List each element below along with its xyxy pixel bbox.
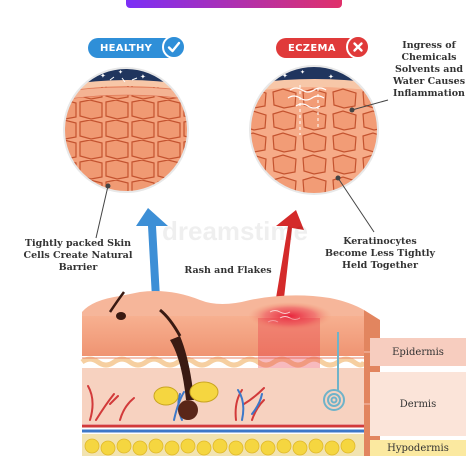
- eczema-arrow: [276, 210, 304, 298]
- healthy-badge: HEALTHY: [88, 35, 186, 59]
- keratinocytes-annotation: Keratinocytes Become Less Tightly Held T…: [318, 236, 442, 272]
- ingress-line-5: Inflammation: [393, 88, 465, 99]
- ingress-line-2: Chemicals: [401, 52, 457, 63]
- healthy-label: HEALTHY: [100, 42, 153, 54]
- dermis-tag: Dermis: [370, 372, 466, 436]
- check-icon: [162, 35, 186, 59]
- svg-text:✦: ✦: [282, 72, 288, 80]
- keratinocytes-line-2: Become Less Tightly: [324, 248, 436, 259]
- svg-text:✦: ✦: [118, 69, 123, 76]
- eczema-badge: ECZEMA: [276, 35, 370, 59]
- svg-text:✦: ✦: [328, 73, 334, 81]
- hypodermis-tag: Hypodermis: [370, 440, 466, 456]
- ingress-line-1: Ingress of: [402, 40, 456, 51]
- cross-icon: [346, 35, 370, 59]
- ingress-annotation: Ingress of Chemicals Solvents and Water …: [384, 40, 474, 100]
- svg-text:✦: ✦: [140, 73, 146, 81]
- healthy-cells-line-1: Tightly packed Skin: [24, 238, 132, 249]
- svg-text:✦: ✦: [300, 69, 305, 76]
- epidermis-tag: Epidermis: [370, 338, 466, 366]
- healthy-cells-annotation: Tightly packed Skin Cells Create Natural…: [12, 238, 144, 274]
- healthy-cells-line-2: Cells Create Natural: [23, 250, 133, 261]
- top-banner-bar: [126, 0, 342, 8]
- skin-cross-section: [80, 291, 380, 456]
- ingress-line-4: Water Causes: [392, 76, 466, 87]
- svg-text:✦: ✦: [100, 72, 106, 80]
- rash-annotation: Rash and Flakes: [184, 265, 272, 276]
- keratinocytes-line-1: Keratinocytes: [343, 236, 417, 247]
- ingress-line-3: Solvents and: [394, 64, 464, 75]
- healthy-arrow: [136, 208, 168, 298]
- healthy-cells-line-3: Barrier: [58, 262, 98, 273]
- keratinocytes-line-3: Held Together: [342, 260, 418, 271]
- eczema-label: ECZEMA: [288, 42, 336, 54]
- watermark: dreamstime: [162, 216, 308, 246]
- healthy-skin-magnified: ✦ ✦ ✦ ✦: [64, 68, 188, 192]
